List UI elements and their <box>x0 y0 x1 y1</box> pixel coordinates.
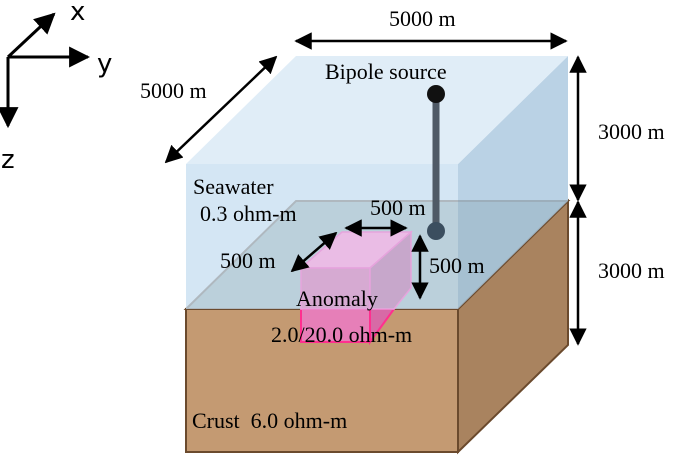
seawater-side-face <box>458 56 568 309</box>
source-bottom-electrode <box>427 222 445 240</box>
top-width-label: 5000 m <box>389 6 456 31</box>
dimension-arrows <box>164 32 587 346</box>
seawater-resistivity: 0.3 ohm-m <box>200 201 297 226</box>
top-depth-label: 5000 m <box>140 78 207 103</box>
crust-height-label: 3000 m <box>598 258 665 283</box>
coordinate-axes: x y z <box>0 0 112 175</box>
y-axis-label: y <box>97 49 112 79</box>
anomaly-resistivity: 2.0/20.0 ohm-m <box>271 322 412 347</box>
anomaly-height-label: 500 m <box>429 253 485 278</box>
water-height-label: 3000 m <box>598 119 665 144</box>
seawater-label: Seawater <box>193 174 274 199</box>
bipole-source <box>427 85 445 240</box>
anomaly-label: Anomaly <box>296 286 378 311</box>
labels: 5000 m 5000 m 3000 m 3000 m Bipole sourc… <box>140 6 665 433</box>
anomaly-depth-label: 500 m <box>220 248 276 273</box>
z-axis-label: z <box>1 145 15 175</box>
source-top-electrode <box>427 85 445 103</box>
x-axis-arrow <box>6 12 56 59</box>
crust-label: Crust 6.0 ohm-m <box>192 408 347 433</box>
anomaly-depth-arrow <box>290 231 338 273</box>
anomaly-side-face <box>369 230 412 310</box>
x-axis-label: x <box>70 0 85 27</box>
source-label: Bipole source <box>325 59 447 84</box>
top-depth-arrow <box>164 55 278 164</box>
seawater-top-face <box>186 56 568 164</box>
anomaly-width-label: 500 m <box>370 195 426 220</box>
